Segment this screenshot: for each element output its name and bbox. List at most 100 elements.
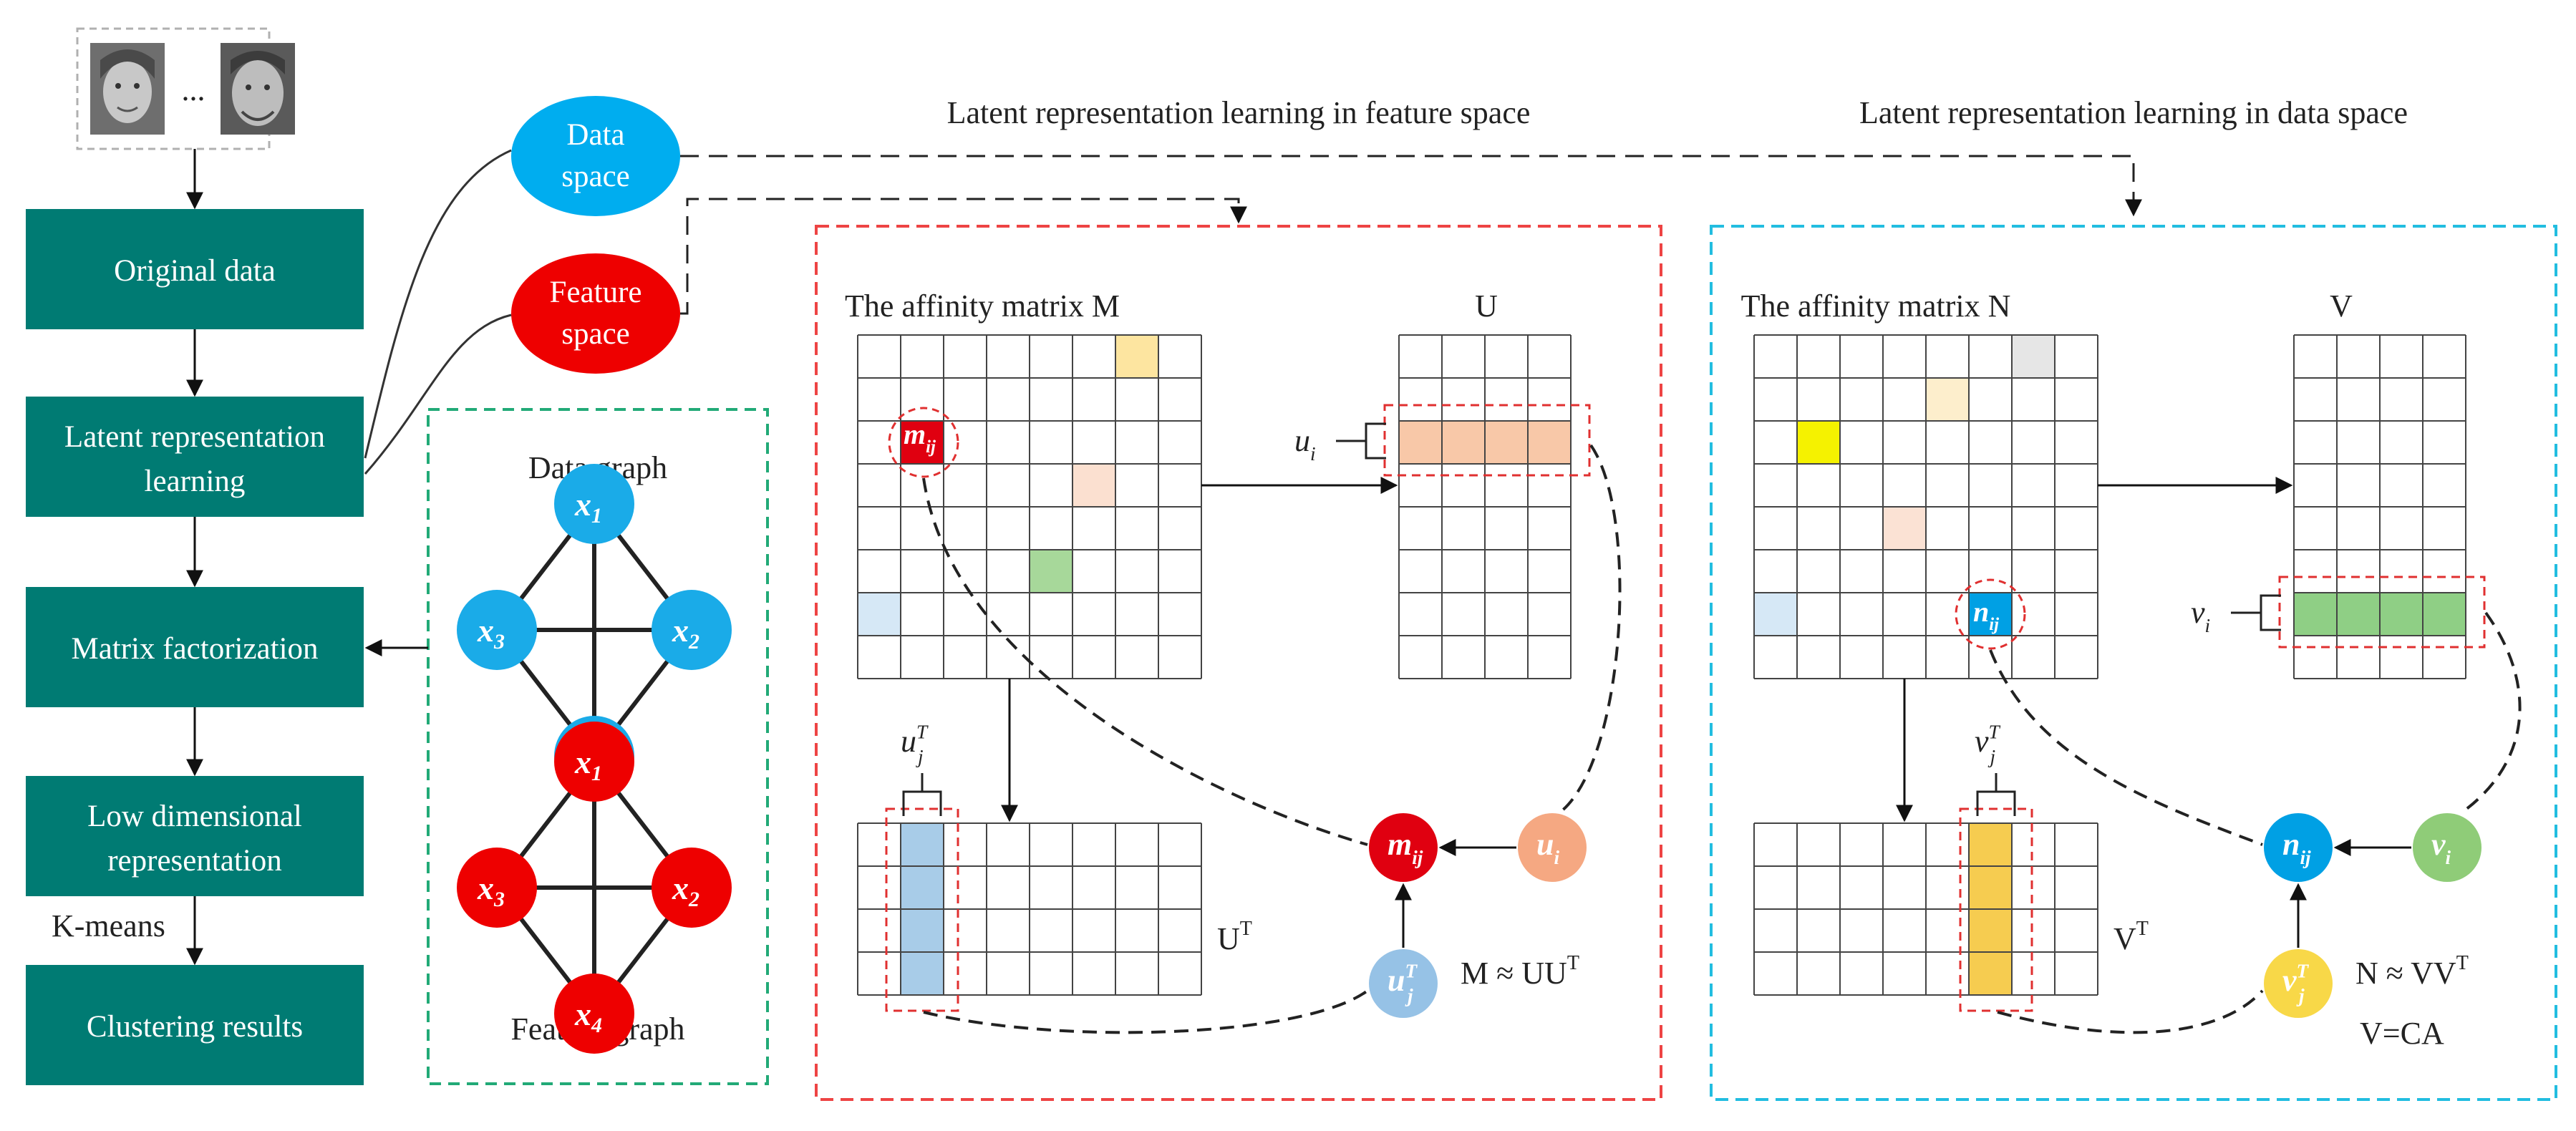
matrix-cell-highlight (1926, 378, 1969, 421)
ui-dashed-curve (1559, 444, 1622, 813)
column-uj-highlight (885, 807, 959, 1012)
graph-node-x3: x3 (457, 848, 537, 928)
equation-m-uut: M ≈ UUT (1461, 952, 1579, 991)
element-nij-highlight (1955, 578, 2026, 650)
flow-step-line2: representation (107, 844, 282, 878)
brace (902, 790, 942, 816)
graph-panel-frame (427, 408, 769, 1085)
flow-step-4: Low dimensional representation (26, 776, 364, 896)
svg-text:Data: Data (566, 118, 624, 152)
graph-node-x2: x2 (652, 848, 732, 928)
flow-step-label: Matrix factorization (71, 632, 318, 666)
brace (1976, 790, 2016, 816)
face-image-1 (90, 43, 165, 135)
matrix-v (2293, 334, 2466, 679)
ellipsis-label: ... (182, 72, 205, 107)
equation-n-vvt: N ≈ VVT (2355, 952, 2469, 991)
node-nij: nij (2264, 813, 2333, 882)
space-connectors (364, 149, 512, 475)
brace (2260, 594, 2281, 631)
equation-v-ca: V=CA (2360, 1016, 2444, 1051)
flow-step-3: Matrix factorization (26, 587, 364, 707)
row-ui-label: ui (1294, 423, 1316, 465)
data-space-node: Data space (511, 96, 680, 216)
svg-text:Feature: Feature (550, 276, 642, 309)
matrix-u-title: U (1475, 288, 1498, 324)
matrix-cell-highlight (858, 593, 901, 636)
element-mij-highlight (888, 407, 959, 478)
matrix-cell-highlight (1969, 593, 2012, 636)
node-nij-label: nij (2282, 827, 2311, 868)
element-mij-label: mij (904, 418, 936, 457)
node-vi-label: vi (2431, 827, 2451, 868)
graph-node-x1: x1 (554, 722, 634, 802)
matrix-cell-highlight (1030, 550, 1072, 593)
matrix-cell-highlight (901, 421, 944, 464)
nij-dashed-curve (1989, 649, 2263, 846)
matrix-u-transpose (857, 822, 1202, 996)
flow-step-2: Latent representation learning (26, 397, 364, 517)
matrix-v-transpose (1753, 822, 2098, 996)
matrix-cell-highlight (1797, 421, 1840, 464)
face-image-2 (221, 43, 295, 135)
flow-step-label: Clustering results (87, 1010, 303, 1044)
feature-space-frame (815, 225, 1662, 1101)
matrix-ut-label: UT (1217, 918, 1252, 956)
space-dashed-arrows (680, 155, 2142, 315)
flow-step-5: Clustering results (26, 965, 364, 1085)
matrix-cell-highlight (1072, 464, 1115, 507)
flow-step-line1: Latent representation (64, 420, 325, 454)
input-faces: ... (76, 27, 295, 150)
svg-text:space: space (561, 317, 630, 351)
affinity-matrix-n-title: The affinity matrix N (1741, 288, 2011, 324)
data-space-frame (1710, 225, 2557, 1101)
affinity-matrix-n (1753, 334, 2098, 679)
svg-text:space: space (561, 160, 630, 193)
vi-dashed-curve (2461, 611, 2522, 813)
element-nij-label: nij (1973, 596, 1999, 634)
flow-step-box (26, 965, 364, 1085)
feature-space-heading: Latent representation learning in featur… (947, 95, 1531, 130)
graph-node-x1: x1 (554, 464, 634, 544)
kmeans-label: K-means (52, 908, 165, 943)
column-vj-highlight (1959, 807, 2033, 1012)
graph-node-x2: x2 (652, 590, 732, 670)
row-vi-label: vi (2191, 595, 2210, 636)
affinity-matrix-m (857, 334, 1202, 679)
flow-step-box (26, 587, 364, 707)
graph-node-x4: x4 (554, 974, 634, 1054)
node-mij-label: mij (1388, 827, 1423, 868)
matrix-u (1398, 334, 1572, 679)
data-space-heading: Latent representation learning in data s… (1859, 95, 2408, 130)
ujT-dashed-curve (923, 989, 1369, 1034)
svg-text:x2: x2 (672, 870, 699, 911)
flow-step-box (26, 209, 364, 329)
matrix-cell-highlight (1883, 507, 1926, 550)
flow-step-line1: Low dimensional (87, 800, 302, 833)
mij-dashed-curve (922, 477, 1368, 846)
brace (1365, 422, 1386, 460)
matrix-v-title: V (2330, 288, 2353, 324)
matrix-cell-highlight (1754, 593, 1797, 636)
node-ui-label: ui (1536, 827, 1559, 868)
affinity-matrix-m-title: The affinity matrix M (845, 288, 1120, 324)
svg-text:x1: x1 (574, 486, 602, 528)
flow-step-line2: learning (145, 465, 246, 498)
feature-space-node: Feature space (511, 253, 680, 374)
node-vi: vi (2413, 813, 2481, 882)
matrix-cell-highlight (1115, 335, 1158, 378)
flow-step-label: Original data (114, 254, 276, 288)
graph-node-x3: x3 (457, 590, 537, 670)
flow-step-1: Original data (26, 209, 364, 329)
row-ui-highlight (1383, 404, 1591, 477)
node-mij: mij (1369, 813, 1438, 882)
node-ui: ui (1518, 813, 1587, 882)
vjT-dashed-curve (1997, 989, 2264, 1034)
matrix-vt-label: VT (2113, 918, 2149, 956)
